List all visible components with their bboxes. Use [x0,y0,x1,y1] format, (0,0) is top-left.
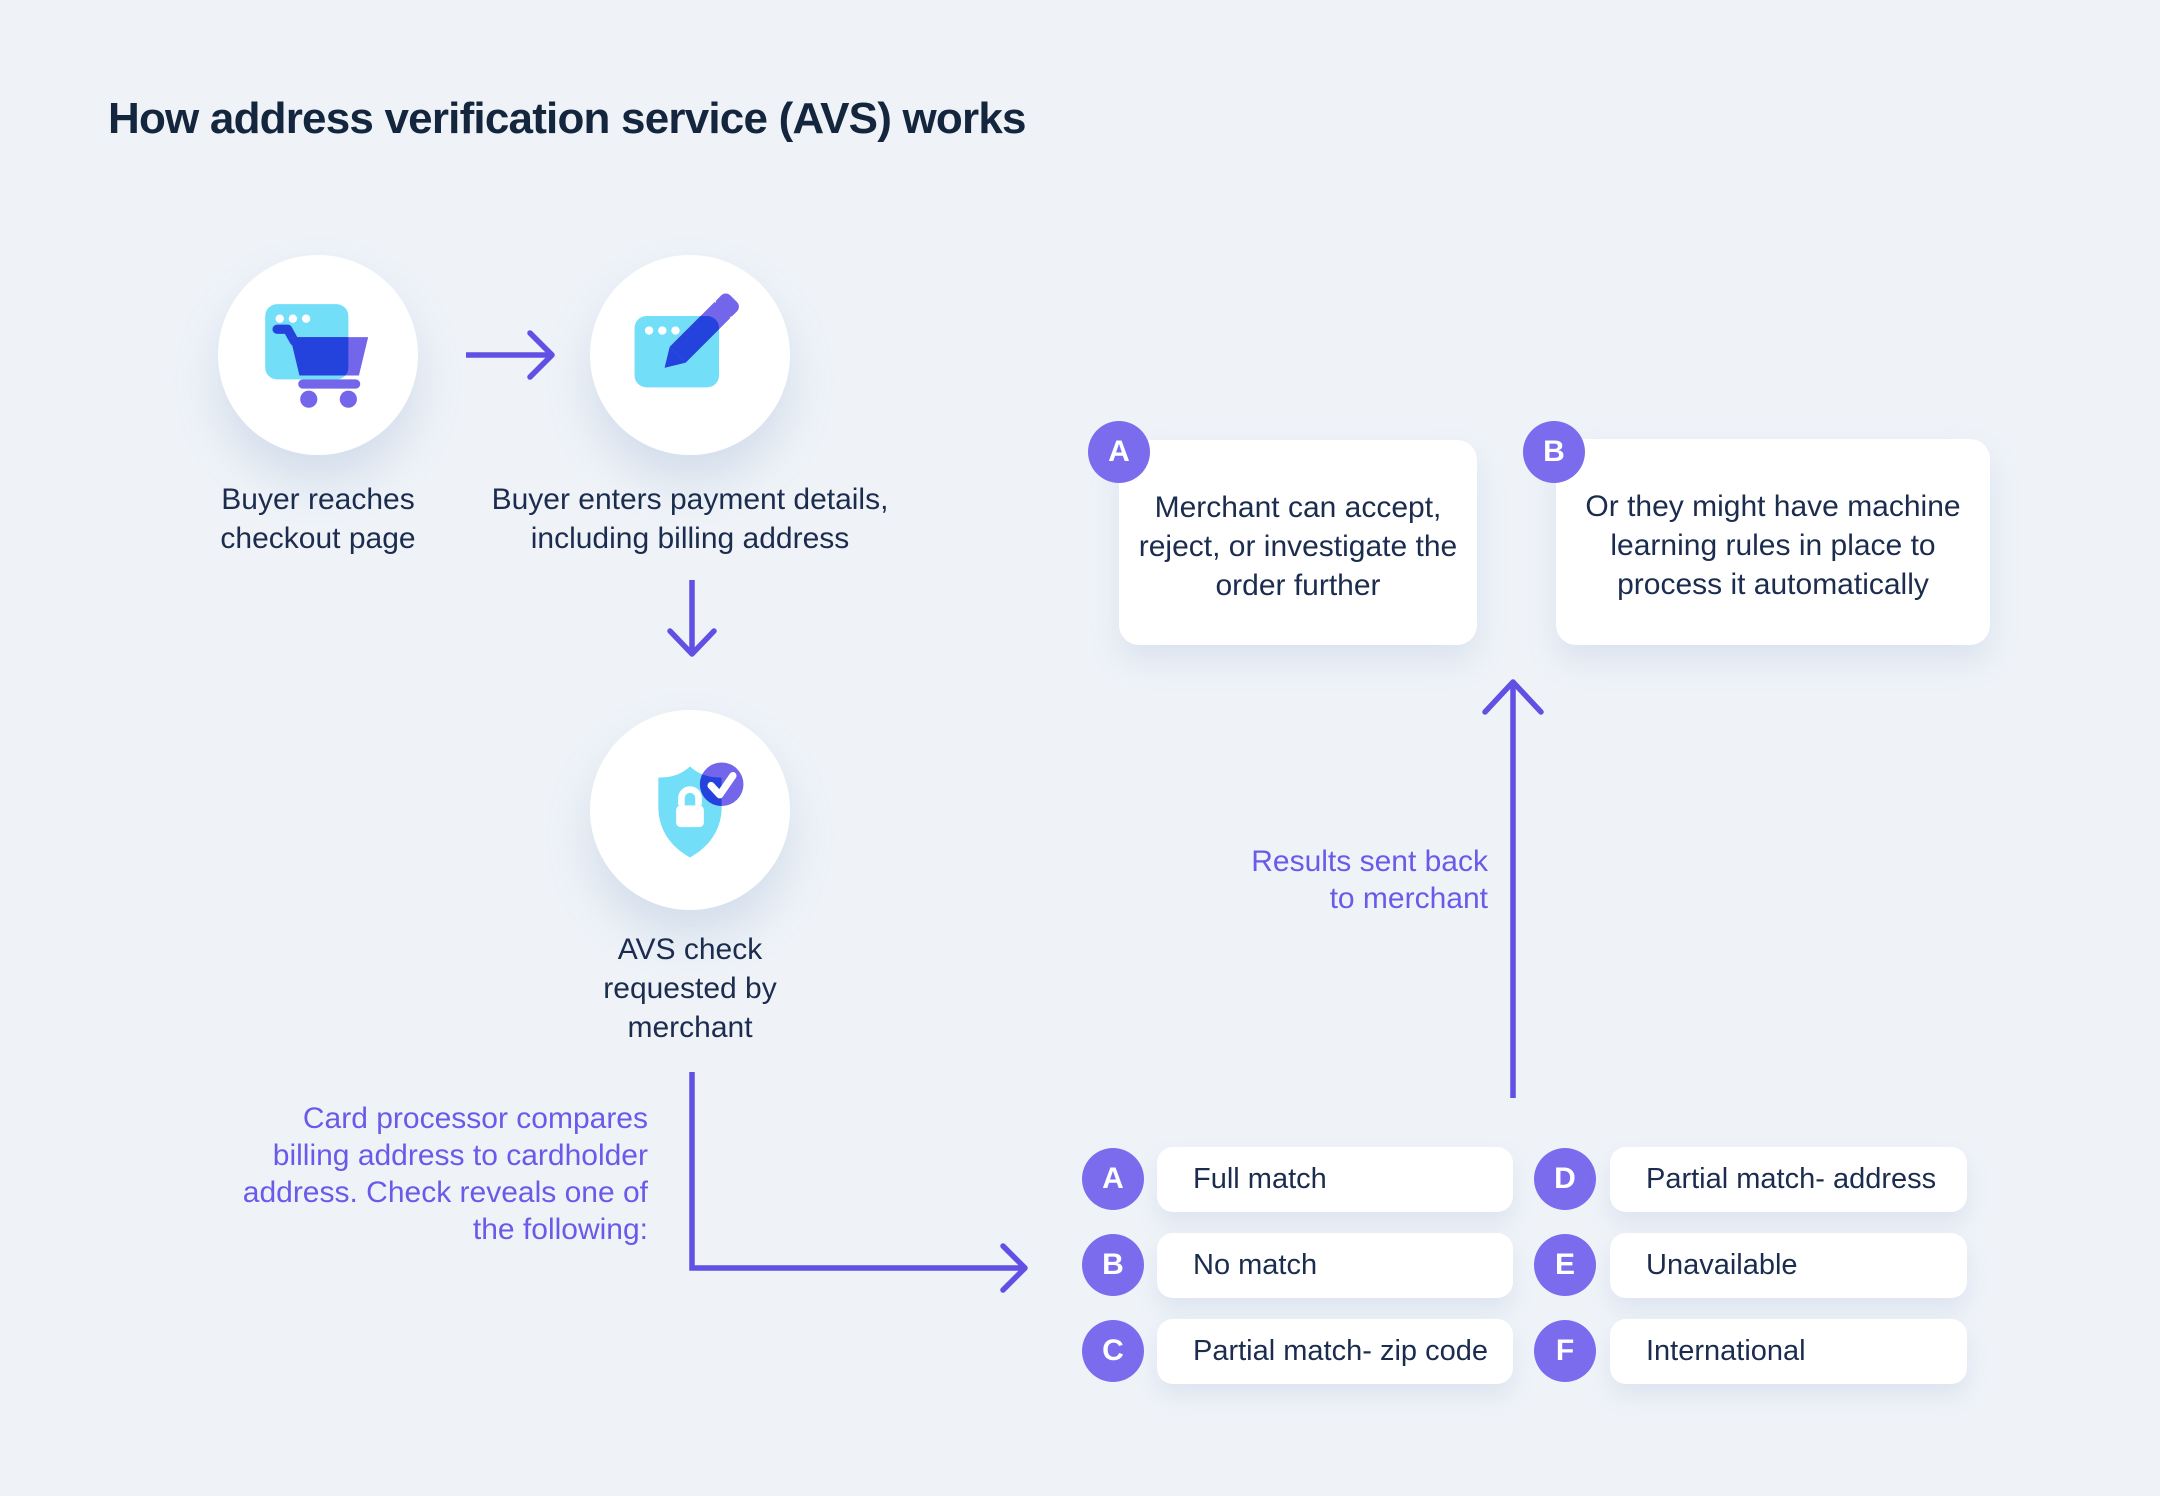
result-pill-partial-zip: Partial match- zip code [1157,1319,1513,1384]
result-badge-a: A [1082,1148,1144,1210]
result-pill-international: International [1610,1319,1967,1384]
cart-browser-icon [252,287,384,424]
result-badge-c: C [1082,1320,1144,1382]
result-badge-d: D [1534,1148,1596,1210]
step-label-avs: AVS check requested by merchant [603,933,777,1044]
result-badge-b: B [1082,1234,1144,1296]
result-badge-e: E [1534,1234,1596,1296]
outcome-text-a: Merchant can accept, reject, or investig… [1138,491,1458,602]
step-circle-payment [590,255,790,455]
shield-check-icon [624,742,756,879]
result-pill-no-match: No match [1157,1233,1513,1298]
outcome-badge-b: B [1523,421,1585,483]
outcome-card-b: Or they might have machine learning rule… [1556,439,1990,645]
step-label-payment: Buyer enters payment details, including … [491,483,889,555]
step-circle-avs [590,710,790,910]
pencil-browser-icon [624,287,756,424]
outcome-card-a: Merchant can accept, reject, or investig… [1119,440,1477,645]
step-circle-checkout [218,255,418,455]
arrow-down-icon [667,580,717,657]
result-pill-unavailable: Unavailable [1610,1233,1967,1298]
result-pill-full-match: Full match [1157,1147,1513,1212]
processor-note: Card processor compares billing address … [242,1102,648,1246]
arrow-up-icon [1482,679,1544,1098]
arrow-right-icon [466,330,555,380]
step-label-checkout: Buyer reaches checkout page [220,483,416,555]
outcome-badge-a: A [1088,421,1150,483]
elbow-arrow-icon [689,1072,1028,1293]
page-title: How address verification service (AVS) w… [108,94,1026,143]
result-badge-f: F [1534,1320,1596,1382]
result-pill-partial-address: Partial match- address [1610,1147,1967,1212]
results-note: Results sent back to merchant [1251,845,1488,915]
outcome-text-b: Or they might have machine learning rule… [1585,490,1961,601]
